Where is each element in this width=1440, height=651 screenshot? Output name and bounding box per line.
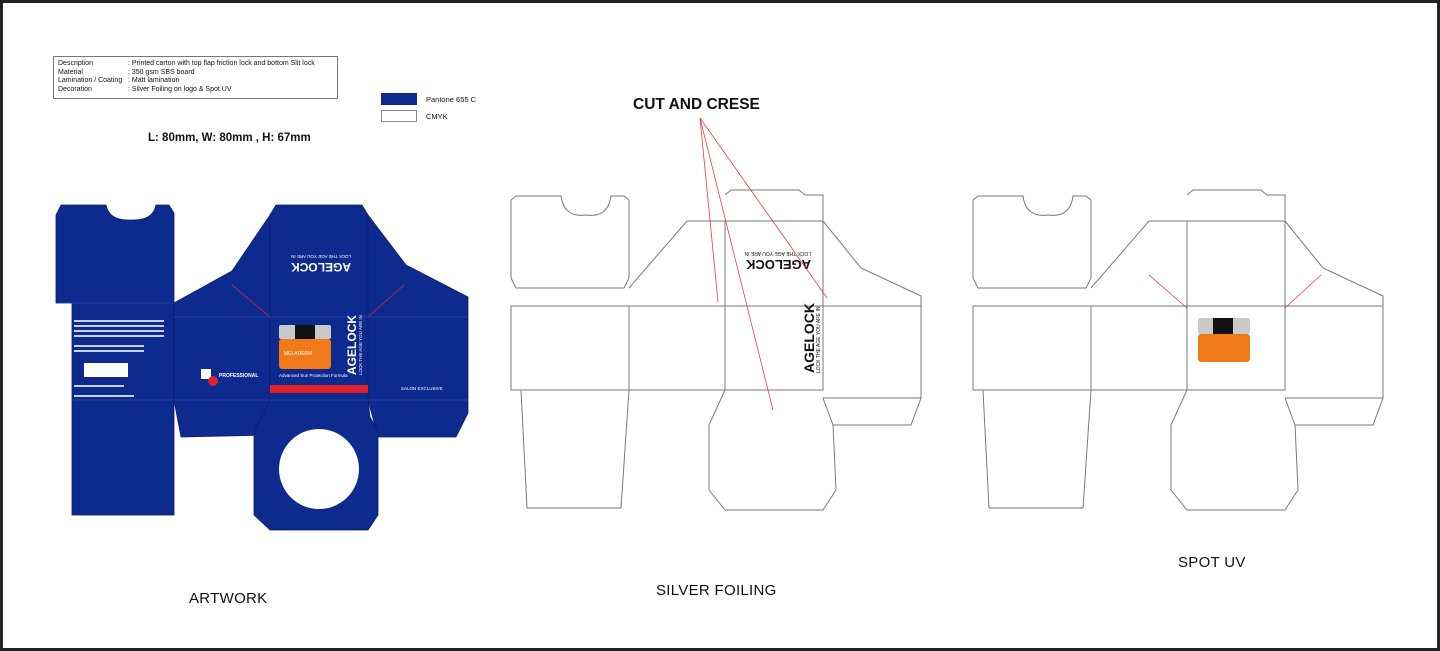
artwork-tagline-upside-down: LOCK THE AGE YOU ARE IN	[291, 254, 351, 259]
spec-table: Description: Printed carton with top fla…	[53, 56, 338, 99]
artwork-brand-rotated: AGELOCK	[345, 315, 359, 375]
silver-tagline-upside-down: LOCK THE AGE YOU ARE IN	[744, 250, 811, 256]
spec-row: Lamination / Coating: Matt lamination	[58, 77, 180, 84]
legend-swatch-cmyk	[381, 110, 417, 122]
legend-swatch-pantone	[381, 93, 417, 105]
silver-foiling-dieline: AGELOCK LOCK THE AGE YOU ARE IN AGELOCK …	[510, 189, 922, 511]
artwork-tagline-rotated: LOCK THE AGE YOU ARE IN	[358, 315, 363, 375]
spot-uv-dieline	[972, 189, 1384, 511]
silver-tagline-rotated: LOCK THE AGE YOU ARE IN	[816, 306, 822, 373]
callout-lines	[699, 117, 828, 411]
artwork-desc: Advanced Sun Protection Formula	[279, 373, 348, 378]
caption-artwork: ARTWORK	[189, 590, 268, 607]
silver-brand-rotated: AGELOCK	[801, 303, 817, 373]
artwork-product-label: MELADERM	[284, 351, 312, 357]
silver-brand-upside-down: AGELOCK	[745, 257, 811, 272]
pro-logo: PROFESSIONAL	[201, 369, 258, 386]
spec-row: Decoration: Silver Foiling on logo & Spo…	[58, 85, 232, 93]
red-band	[270, 385, 368, 393]
artwork-brand-upside-down: AGELOCK	[291, 260, 351, 274]
svg-text:PROFESSIONAL: PROFESSIONAL	[219, 373, 258, 379]
caption-silver-foiling: SILVER FOILING	[656, 582, 777, 599]
jar-image	[279, 325, 331, 369]
spec-row: Material: 350 gsm SBS board	[58, 68, 195, 76]
artwork-salon-label: SALON EXCLUSIVE	[401, 386, 443, 391]
legend-cmyk: CMYK	[381, 110, 448, 122]
artwork-dieline: MELADERM Advanced Sun Protection Formula…	[55, 204, 469, 531]
legend-pantone: Pantone 655 C	[381, 93, 476, 105]
spec-row: Description: Printed carton with top fla…	[58, 60, 315, 67]
cut-crease-callout: CUT AND CRESE	[633, 96, 760, 113]
window-cutout	[279, 429, 359, 509]
caption-spot-uv: SPOT UV	[1178, 554, 1246, 571]
dimensions-label: L: 80mm, W: 80mm , H: 67mm	[148, 132, 311, 144]
spot-uv-jar	[1198, 318, 1250, 362]
